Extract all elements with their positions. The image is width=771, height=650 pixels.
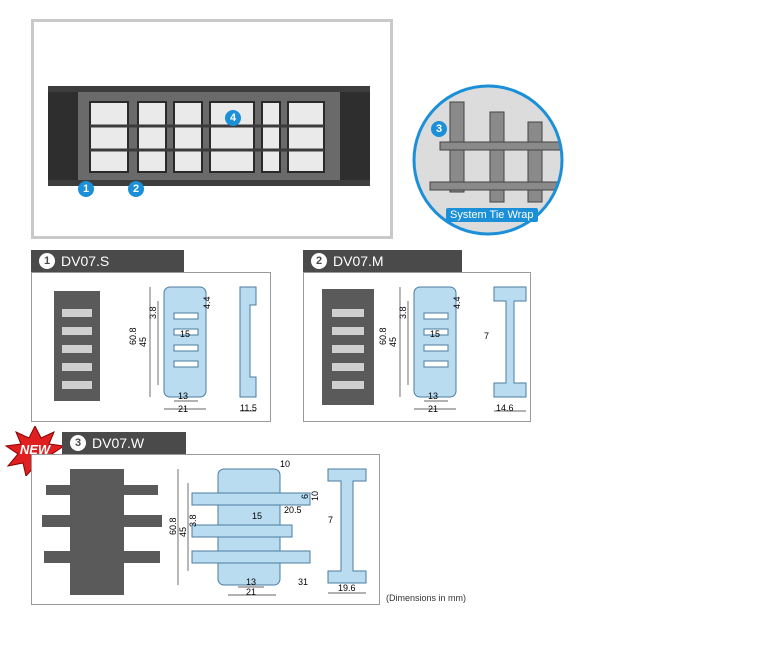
dv07s-dim-base2: 21 [178, 404, 188, 414]
dv07m-title: DV07.M [333, 253, 384, 269]
dv07w-photo [42, 469, 162, 595]
tie-wrap-label: System Tie Wrap [446, 208, 538, 222]
dv07w-dim-d6: 6 [300, 494, 310, 499]
dv07s-dim-width: 11.5 [240, 403, 257, 413]
dv07s-photo [54, 291, 100, 401]
dv07s-header: 1 DV07.S [31, 250, 184, 272]
callout-3-badge: 3 [431, 121, 447, 137]
dv07s-dim-slot: 15 [180, 329, 190, 339]
dv07m-dim-slot: 15 [430, 329, 440, 339]
dv07m-header: 2 DV07.M [303, 250, 462, 272]
cable-carrier-illustration [48, 86, 370, 186]
dv07w-dim-top: 10 [280, 459, 290, 469]
dv07m-dim-pitch: 3.8 [398, 306, 408, 319]
dimensions-footnote: (Dimensions in mm) [386, 593, 467, 603]
dv07w-dim-base1: 13 [246, 577, 256, 587]
callout-1-badge: 1 [78, 181, 94, 197]
dv07m-profile [399, 286, 457, 410]
dv07w-drawing: 60.8 45 3.8 10 6 10 15 20.5 13 21 31 7 1… [42, 459, 367, 597]
callout-4-badge: 4 [225, 110, 241, 126]
dv07w-dim-span: 20.5 [284, 505, 302, 515]
dv07m-dim-inner: 45 [388, 337, 398, 347]
dv07s-number: 1 [39, 253, 55, 269]
dv07w-panel: 60.8 45 3.8 10 6 10 15 20.5 13 21 31 7 1… [31, 454, 380, 605]
dv07w-number: 3 [70, 435, 86, 451]
dv07m-dim-base2: 21 [428, 404, 438, 414]
tie-wrap-illustration [412, 84, 564, 236]
dv07s-dim-inner: 45 [138, 337, 148, 347]
dv07s-panel: 60.8 45 3.8 4.4 15 13 21 11.5 [31, 272, 271, 422]
dv07m-panel: 60.8 45 3.8 4.4 15 13 21 7 14.6 [303, 272, 531, 422]
dv07w-dim-base2: 21 [246, 587, 256, 597]
dv07s-dim-top: 4.4 [202, 296, 212, 309]
callout-2-badge: 2 [128, 181, 144, 197]
hero-product-image: 1 2 4 [31, 19, 393, 239]
dv07w-dim-inner: 45 [178, 527, 188, 537]
dv07w-side-view [327, 468, 367, 584]
tie-wrap-inset: 3 System Tie Wrap [410, 82, 566, 238]
dv07w-dim-height: 60.8 [168, 517, 178, 535]
dv07w-dim-width: 19.6 [338, 583, 356, 593]
dv07m-dim-base1: 13 [428, 391, 438, 401]
dv07m-dim-height: 60.8 [378, 327, 388, 345]
dv07w-profile [177, 468, 311, 596]
dv07w-dim-d10: 10 [310, 491, 320, 501]
dv07m-dim-width: 14.6 [496, 403, 514, 413]
dv07s-dim-pitch: 3.8 [148, 306, 158, 319]
dv07w-dim-slot: 15 [252, 511, 262, 521]
dv07s-profile [149, 286, 207, 410]
dv07m-number: 2 [311, 253, 327, 269]
dv07w-header: 3 DV07.W [62, 432, 186, 454]
dv07w-title: DV07.W [92, 435, 145, 451]
dv07m-dim-top: 4.4 [452, 296, 462, 309]
new-badge-text: NEW [19, 442, 51, 457]
dv07m-side-view [493, 286, 527, 398]
dv07s-title: DV07.S [61, 253, 110, 269]
dv07s-side-view [239, 286, 257, 398]
dv07w-dim-pitch: 3.8 [188, 514, 198, 527]
dv07w-dim-ext: 31 [298, 577, 308, 587]
dv07s-dim-base1: 13 [178, 391, 188, 401]
dv07m-photo [322, 289, 374, 405]
dv07m-drawing: 60.8 45 3.8 4.4 15 13 21 7 14.6 [322, 286, 527, 414]
dv07s-drawing: 60.8 45 3.8 4.4 15 13 21 11.5 [54, 286, 257, 414]
dv07s-dim-height: 60.8 [128, 327, 138, 345]
dv07w-dim-web: 7 [328, 515, 333, 525]
dv07m-dim-web: 7 [484, 331, 489, 341]
